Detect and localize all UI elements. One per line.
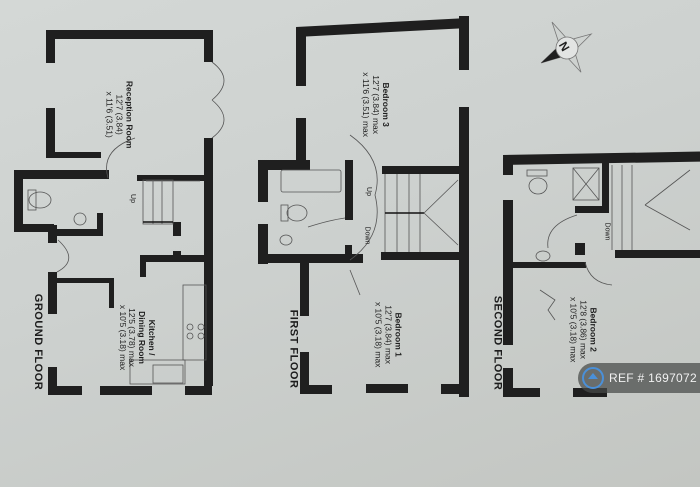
- stair-down-first: Down: [363, 226, 371, 245]
- first-floor-walls: [258, 16, 469, 397]
- stair-up-ground: Up: [128, 194, 136, 203]
- home-icon: [582, 367, 604, 389]
- ref-number: REF # 1697072: [609, 371, 697, 385]
- stair-down-second: Down: [603, 222, 611, 241]
- second-floor-walls: [503, 151, 700, 397]
- first-floor-label: FIRST FLOOR: [287, 309, 300, 389]
- ground-floor-label: GROUND FLOOR: [32, 293, 45, 391]
- ref-watermark: REF # 1697072: [578, 363, 700, 393]
- bedroom-1-label: Bedroom 1 12'7 (3.84) max x 10'5 (3.18) …: [373, 301, 404, 368]
- second-floor-label: SECOND FLOOR: [491, 295, 504, 391]
- first-floor-fixtures: [279, 134, 459, 296]
- ground-floor-walls: [14, 30, 213, 395]
- bedroom-2-label: Bedroom 2 12'8 (3.86) max x 10'5 (3.18) …: [568, 296, 599, 363]
- second-floor-fixtures: [526, 165, 691, 321]
- stair-up-first: Up: [364, 187, 372, 196]
- reception-room-label: Reception Room 12'7 (3.84) x 11'6 (3.51): [104, 80, 135, 149]
- bedroom-3-label: Bedroom 3 12'7 (3.84) max x 11'6 (3.51) …: [361, 72, 392, 138]
- ground-floor-fixtures: [27, 61, 225, 385]
- kitchen-dining-label: Kitchen / Dining Room 12'5 (3.78) max x …: [117, 304, 158, 371]
- compass-rose-icon: [540, 21, 593, 73]
